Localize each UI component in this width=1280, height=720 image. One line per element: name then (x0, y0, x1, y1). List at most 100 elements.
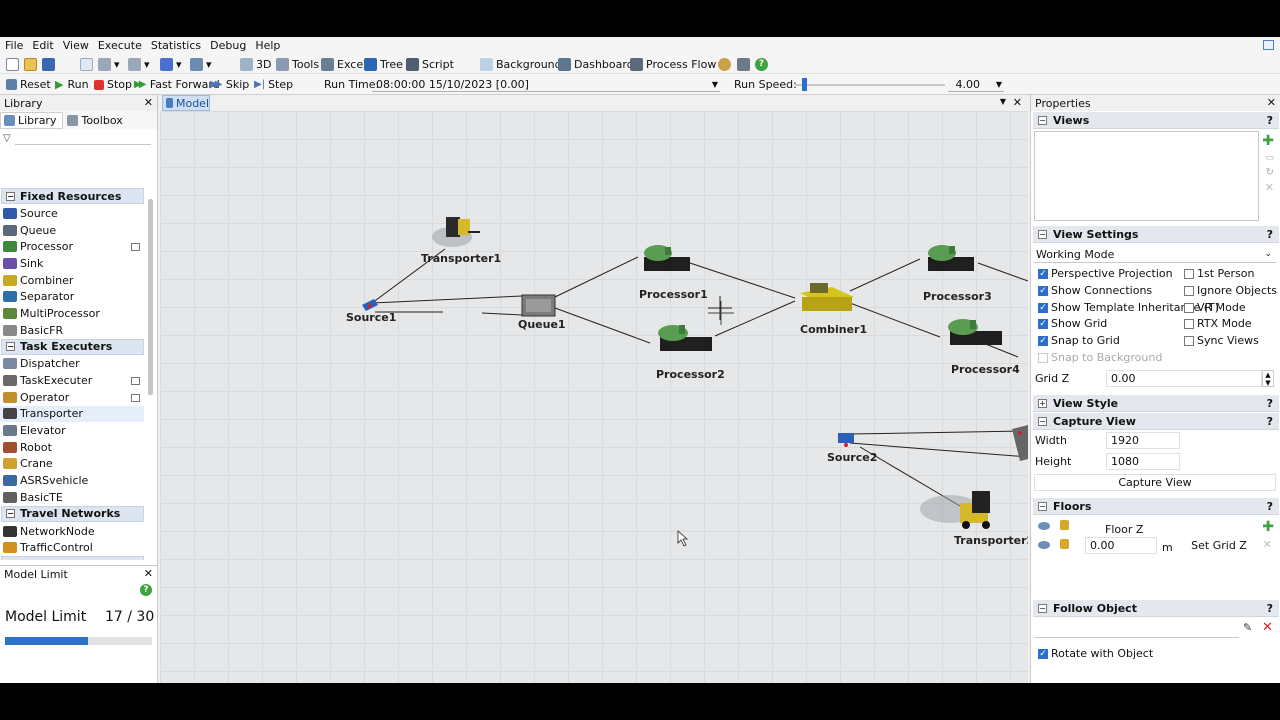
library-item[interactable]: BasicTE (0, 489, 144, 506)
collapse-icon[interactable]: − (6, 191, 15, 201)
transporter1-label[interactable]: Transporter1 (421, 252, 502, 265)
floor-name[interactable]: Floor Z (1105, 523, 1144, 536)
source1-shape[interactable] (362, 299, 378, 311)
follow-object-section-header[interactable]: −Follow Object? (1033, 600, 1279, 617)
dashboards-button[interactable]: Dashboards (558, 56, 639, 72)
library-category[interactable]: −Conveyors (1, 556, 144, 560)
run-button[interactable]: ▶Run (55, 77, 89, 92)
process-flow-button[interactable]: Process Flow (630, 56, 716, 72)
menu-debug[interactable]: Debug (210, 39, 247, 52)
add-icon[interactable]: ✚ (1262, 519, 1274, 535)
menu-edit[interactable]: Edit (32, 39, 54, 52)
processor3-label[interactable]: Processor3 (923, 290, 992, 303)
view-settings-section-header[interactable]: −View Settings? (1033, 226, 1279, 243)
add-icon[interactable]: ✚ (1262, 133, 1274, 149)
collapse-icon[interactable]: − (6, 509, 15, 519)
model-canvas[interactable]: Transporter1 Source1 Queue1 Processor1 P… (160, 111, 1028, 683)
library-item[interactable]: Dispatcher (0, 356, 144, 373)
views-section-header[interactable]: −Views? (1033, 112, 1279, 129)
help-icon[interactable]: ? (1266, 499, 1273, 513)
menu-execute[interactable]: Execute (97, 39, 142, 52)
library-item[interactable]: Elevator (0, 422, 144, 439)
processor2-shape[interactable] (658, 325, 712, 351)
width-input[interactable]: 1920 (1106, 432, 1180, 449)
delete-icon[interactable]: ✕ (1264, 181, 1274, 194)
fast-forward-button[interactable]: ▶▶ Fast Forward (134, 77, 220, 92)
library-item[interactable]: Transporter (0, 405, 144, 423)
run-speed-slider[interactable] (795, 77, 945, 92)
floors-section-header[interactable]: −Floors? (1033, 498, 1279, 515)
refresh-icon[interactable]: ↻ (1265, 167, 1274, 178)
vr-mode-checkbox[interactable]: VR Mode (1184, 301, 1246, 314)
eye-icon[interactable] (1038, 522, 1050, 530)
set-grid-z-button[interactable]: Set Grid Z (1191, 539, 1247, 552)
template-inheritance-checkbox[interactable]: ✓Show Template Inheritance (T) (1038, 301, 1220, 314)
module-icon[interactable] (737, 56, 753, 72)
capture-view-button[interactable]: Capture View (1034, 474, 1276, 491)
help-icon[interactable]: ? (1266, 396, 1273, 410)
delete-icon[interactable]: ✕ (1262, 538, 1272, 551)
processor4-label[interactable]: Processor4 (951, 363, 1020, 376)
tab-library[interactable]: Library (0, 111, 64, 129)
script-button[interactable]: Script (406, 56, 454, 72)
tab-view-icon[interactable]: ▭ (1265, 153, 1274, 163)
library-category[interactable]: −Fixed Resources (1, 188, 144, 204)
reset-button[interactable]: Reset (6, 77, 51, 92)
gear-icon[interactable] (718, 56, 734, 72)
library-category[interactable]: −Travel Networks (1, 505, 144, 522)
snap-background-checkbox[interactable]: Snap to Background (1038, 351, 1162, 364)
first-person-checkbox[interactable]: 1st Person (1184, 267, 1255, 280)
library-item[interactable]: MultiProcessor (0, 305, 144, 322)
view-style-section-header[interactable]: +View Style? (1033, 395, 1279, 412)
menu-help[interactable]: Help (255, 39, 281, 52)
processor1-shape[interactable] (644, 245, 690, 271)
skip-button[interactable]: ▶▶ Skip (210, 77, 249, 92)
rtx-mode-checkbox[interactable]: RTX Mode (1184, 317, 1252, 330)
disconnect-mode-icon[interactable]: ▾ (128, 56, 150, 72)
processor2-label[interactable]: Processor2 (656, 368, 725, 381)
view-3d-button[interactable]: 3D (240, 56, 271, 72)
source2-label[interactable]: Source2 (827, 451, 878, 464)
rotate-with-object-checkbox[interactable]: ✓Rotate with Object (1038, 647, 1154, 660)
library-item[interactable]: TaskExecuter (0, 372, 144, 389)
library-category[interactable]: −Task Executers (1, 338, 144, 355)
excel-button[interactable]: Excel (321, 56, 366, 72)
chevron-down-icon[interactable]: ▼ (999, 97, 1006, 106)
restore-icon[interactable] (1263, 40, 1274, 50)
expand-box-icon[interactable] (131, 243, 140, 252)
tab-toolbox[interactable]: Toolbox (63, 112, 128, 129)
pencil-icon[interactable]: ✎ (1243, 621, 1253, 634)
show-connections-checkbox[interactable]: ✓Show Connections (1038, 284, 1153, 297)
shape-color-icon[interactable]: ▾ (160, 56, 182, 72)
close-icon[interactable]: ✕ (1266, 96, 1276, 109)
eye-icon[interactable] (1038, 541, 1050, 549)
connect-mode-icon[interactable]: ▾ (98, 56, 120, 72)
help-icon[interactable]: ? (1266, 601, 1273, 615)
source2-shape[interactable] (838, 433, 854, 447)
views-list[interactable] (1034, 131, 1259, 221)
library-item[interactable]: Operator (0, 389, 144, 406)
combiner1-shape[interactable] (800, 283, 854, 311)
grid-z-spinner[interactable]: ▲▼ (1262, 370, 1274, 387)
transporter2-label[interactable]: Transporter2 (954, 534, 1028, 547)
close-icon[interactable]: ✕ (143, 96, 153, 109)
follow-object-input[interactable] (1034, 621, 1239, 638)
queue1-shape[interactable] (521, 294, 556, 317)
processor1-label[interactable]: Processor1 (639, 288, 708, 301)
transporter2-shape[interactable] (920, 491, 990, 529)
expand-box-icon[interactable] (131, 393, 140, 402)
library-item[interactable]: Processor (0, 238, 144, 255)
backgrounds-button[interactable]: Backgrounds (480, 56, 567, 72)
delete-icon[interactable]: ✕ (1262, 620, 1273, 635)
library-item[interactable]: TrafficControl (0, 539, 144, 556)
collapse-icon[interactable]: − (6, 342, 15, 351)
height-input[interactable]: 1080 (1106, 453, 1180, 470)
help-icon[interactable]: ? (1266, 414, 1273, 428)
library-item[interactable]: ASRSvehicle (0, 472, 144, 489)
expand-box-icon[interactable] (131, 377, 140, 386)
library-item[interactable]: NetworkNode (0, 523, 144, 540)
slider-thumb[interactable] (802, 78, 807, 91)
show-grid-checkbox[interactable]: ✓Show Grid (1038, 317, 1108, 330)
menu-file[interactable]: File (5, 39, 24, 52)
combiner1-label[interactable]: Combiner1 (800, 323, 868, 336)
